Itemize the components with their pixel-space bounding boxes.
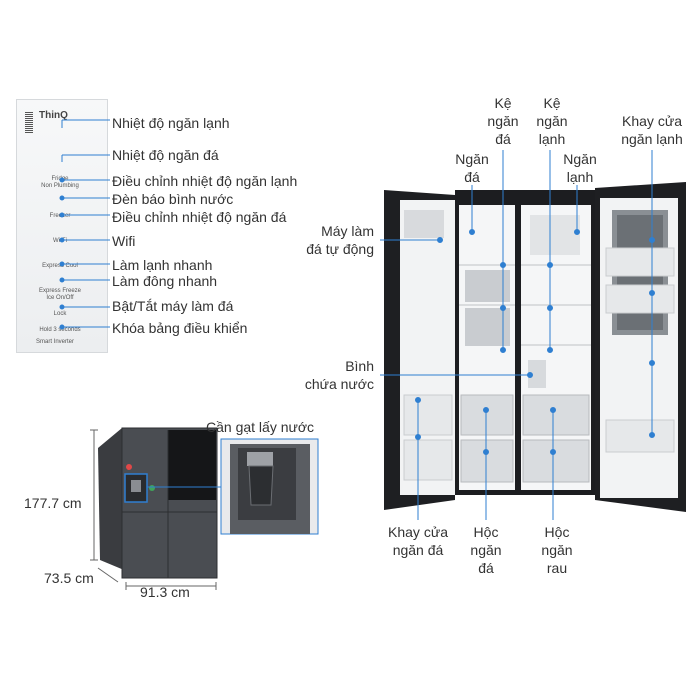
callout-freezer-temperature: Nhiệt độ ngăn đá — [112, 147, 219, 163]
panel-ice-onoff-label: Ice On/Off — [46, 295, 74, 301]
callout-ice-maker-toggle: Bật/Tắt máy làm đá — [112, 298, 234, 314]
open-fridge-drawing — [384, 182, 686, 512]
callout-fridge-temperature: Nhiệt độ ngăn lạnh — [112, 115, 230, 131]
panel-fridge-label: Fridge — [51, 176, 69, 182]
callout-fridge-door-tray: Khay cửa ngăn lạnh — [621, 113, 683, 147]
dimension-height: 177.7 cm — [24, 495, 82, 511]
panel-freezer-label: Freezer — [49, 213, 71, 219]
callout-freezer-drawer: Hộc ngăn đá — [470, 524, 502, 576]
callout-auto-ice-maker: Máy làm đá tự động — [306, 223, 374, 257]
callout-fridge-compartment: Ngăn lạnh — [563, 151, 597, 185]
callout-freezer-shelf: Kệ ngăn đá — [487, 95, 519, 147]
panel-express-freeze-label: Express Freeze — [38, 288, 81, 294]
smart-inverter-logo: Smart Inverter — [36, 339, 75, 345]
panel-wifi-label: Wi-Fi — [53, 238, 67, 244]
dispenser-closeup-drawing — [147, 438, 319, 535]
callout-fridge-shelf: Kệ ngăn lạnh — [536, 95, 568, 147]
panel-lock-label: Lock — [53, 311, 67, 317]
panel-non-plumbing-label: Non Plumbing — [41, 183, 79, 189]
callout-water-lever: Cần gạt lấy nước — [206, 419, 315, 435]
barcode-sticker — [25, 112, 33, 134]
callout-freezer-door-tray: Khay cửa ngăn đá — [388, 524, 448, 558]
thinq-logo: ThinQ — [39, 110, 68, 121]
callout-vegetable-drawer: Hộc ngăn rau — [541, 524, 573, 576]
fridge-exterior-drawing — [98, 427, 218, 579]
panel-hold-label: Hold 3 seconds — [39, 327, 81, 333]
callout-water-tank: Bình chứa nước — [304, 358, 374, 392]
dimension-width: 91.3 cm — [140, 584, 190, 600]
control-panel: ThinQ Fridge Non Plumbing Freezer Wi-Fi … — [16, 99, 108, 353]
dimension-lines — [90, 429, 217, 590]
callout-express-freeze: Làm đông nhanh — [112, 273, 218, 289]
callout-freezer-compartment: Ngăn đá — [455, 151, 489, 185]
callout-wifi: Wifi — [112, 233, 136, 249]
fridge-leaders — [380, 150, 655, 520]
callout-control-lock: Khóa bảng điều khiển — [112, 320, 248, 336]
callout-express-cool: Làm lạnh nhanh — [112, 257, 213, 273]
dimension-depth: 73.5 cm — [44, 570, 94, 586]
panel-express-cool-label: Express Cool — [42, 263, 78, 269]
callout-adjust-freezer-temp: Điều chỉnh nhiệt độ ngăn đá — [112, 209, 287, 225]
callout-water-tank-indicator: Đèn báo bình nước — [112, 191, 234, 207]
callout-adjust-fridge-temp: Điều chỉnh nhiệt độ ngăn lạnh — [112, 173, 298, 189]
